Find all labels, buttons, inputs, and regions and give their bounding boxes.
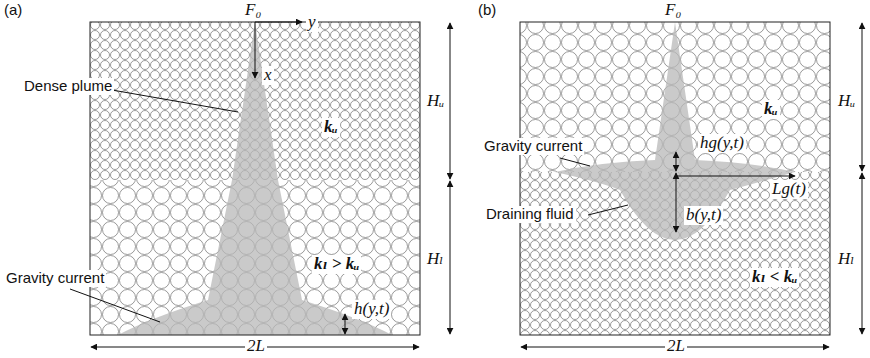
panel-border: [90, 22, 420, 335]
dimension-label: h(y,t): [352, 300, 391, 319]
leader-line: [70, 289, 160, 322]
width-label: 2L: [665, 337, 687, 356]
panel-label: (b): [476, 2, 498, 19]
dimension-arrow: [862, 23, 863, 171]
width-label: 2L: [245, 337, 267, 356]
dimension-arrow: [676, 152, 677, 171]
height-label: Hₗ: [836, 250, 856, 269]
force-label: F₀: [663, 1, 683, 20]
callout-label: Draining fluid: [484, 206, 576, 223]
dimension-arrow: [450, 23, 451, 179]
dimension-label: Lg(t): [770, 180, 808, 199]
permeability-label: kᵤ: [322, 118, 340, 137]
leader-line: [588, 205, 628, 215]
permeability-label: kₗ > kᵤ: [312, 255, 361, 274]
panel-label: (a): [2, 2, 24, 19]
dimension-arrow: [862, 173, 863, 334]
leader-line: [560, 158, 590, 166]
dense-plume: [118, 22, 392, 335]
axis-y: [255, 22, 302, 23]
height-label: Hᵤ: [425, 92, 446, 111]
force-label: F₀: [243, 1, 263, 20]
dimension-label: b(y,t): [684, 206, 723, 225]
axis-label: x: [262, 66, 274, 85]
permeability-label: kₗ < kᵤ: [750, 268, 799, 287]
leader-line: [112, 90, 238, 112]
height-label: Hₗ: [425, 250, 445, 269]
dimension-arrow: [345, 314, 346, 334]
dimension-arrow: [676, 173, 677, 232]
axis-label: y: [306, 13, 318, 32]
callout-label: Gravity current: [4, 270, 106, 287]
dimension-arrow: [676, 176, 795, 177]
dimension-label: hg(y,t): [698, 134, 746, 153]
plume-and-current: [555, 22, 795, 240]
axis-x: [255, 22, 256, 78]
panel-border: [520, 22, 830, 335]
dimension-arrow: [450, 181, 451, 334]
permeability-label: kᵤ: [762, 100, 780, 119]
callout-label: Gravity current: [482, 138, 584, 155]
callout-label: Dense plume: [22, 78, 114, 95]
height-label: Hᵤ: [836, 92, 857, 111]
